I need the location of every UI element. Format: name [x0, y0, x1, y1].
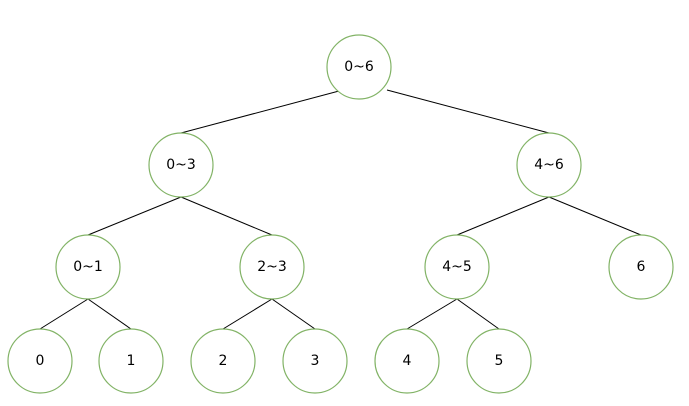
node-label: 2 [219, 353, 228, 369]
node-circle [516, 132, 582, 198]
edge-n46-n45 [456, 196, 550, 236]
tree-node-n06: 0~6 [326, 34, 392, 100]
node-circle [466, 328, 532, 394]
node-label: 4~6 [534, 157, 564, 173]
node-label: 5 [495, 353, 504, 369]
edge-n46-n6 [548, 196, 642, 236]
node-circle [7, 328, 73, 394]
node-label: 0~1 [73, 259, 103, 275]
tree-node-n2: 2 [190, 328, 256, 394]
edge-n23-n2 [222, 298, 273, 330]
node-label: 4 [403, 353, 412, 369]
tree-node-n23: 2~3 [239, 234, 305, 300]
edge-n06-n46 [386, 89, 550, 134]
node-label: 6 [637, 259, 646, 275]
nodes-layer: 0~6 0~3 4~6 0~1 2~3 4~5 6 0 1 2 3 4 5 [7, 34, 674, 394]
edge-n23-n3 [271, 298, 316, 330]
tree-node-n0: 0 [7, 328, 73, 394]
node-label: 0~3 [166, 157, 196, 173]
node-label: 1 [127, 353, 136, 369]
node-circle [424, 234, 490, 300]
tree-node-n03: 0~3 [148, 132, 214, 198]
edge-n01-n0 [39, 298, 89, 330]
node-circle [239, 234, 305, 300]
edge-n06-n03 [180, 90, 340, 134]
tree-node-n01: 0~1 [55, 234, 121, 300]
node-circle [98, 328, 164, 394]
tree-node-n4: 4 [374, 328, 440, 394]
edge-n03-n23 [180, 196, 273, 236]
node-circle [326, 34, 392, 100]
tree-node-n45: 4~5 [424, 234, 490, 300]
edge-n03-n01 [87, 196, 182, 236]
edges-layer [39, 89, 642, 330]
node-circle [374, 328, 440, 394]
node-label: 3 [311, 353, 320, 369]
node-label: 0 [36, 353, 45, 369]
tree-node-n1: 1 [98, 328, 164, 394]
edge-n45-n5 [456, 298, 500, 330]
node-circle [55, 234, 121, 300]
node-circle [608, 234, 674, 300]
node-circle [148, 132, 214, 198]
edge-n01-n1 [87, 298, 132, 330]
edge-n45-n4 [406, 298, 458, 330]
tree-node-n46: 4~6 [516, 132, 582, 198]
node-label: 4~5 [442, 259, 472, 275]
node-label: 0~6 [344, 59, 374, 75]
node-circle [190, 328, 256, 394]
node-label: 2~3 [257, 259, 287, 275]
tree-node-n5: 5 [466, 328, 532, 394]
node-circle [282, 328, 348, 394]
tree-node-n3: 3 [282, 328, 348, 394]
tree-node-n6: 6 [608, 234, 674, 300]
